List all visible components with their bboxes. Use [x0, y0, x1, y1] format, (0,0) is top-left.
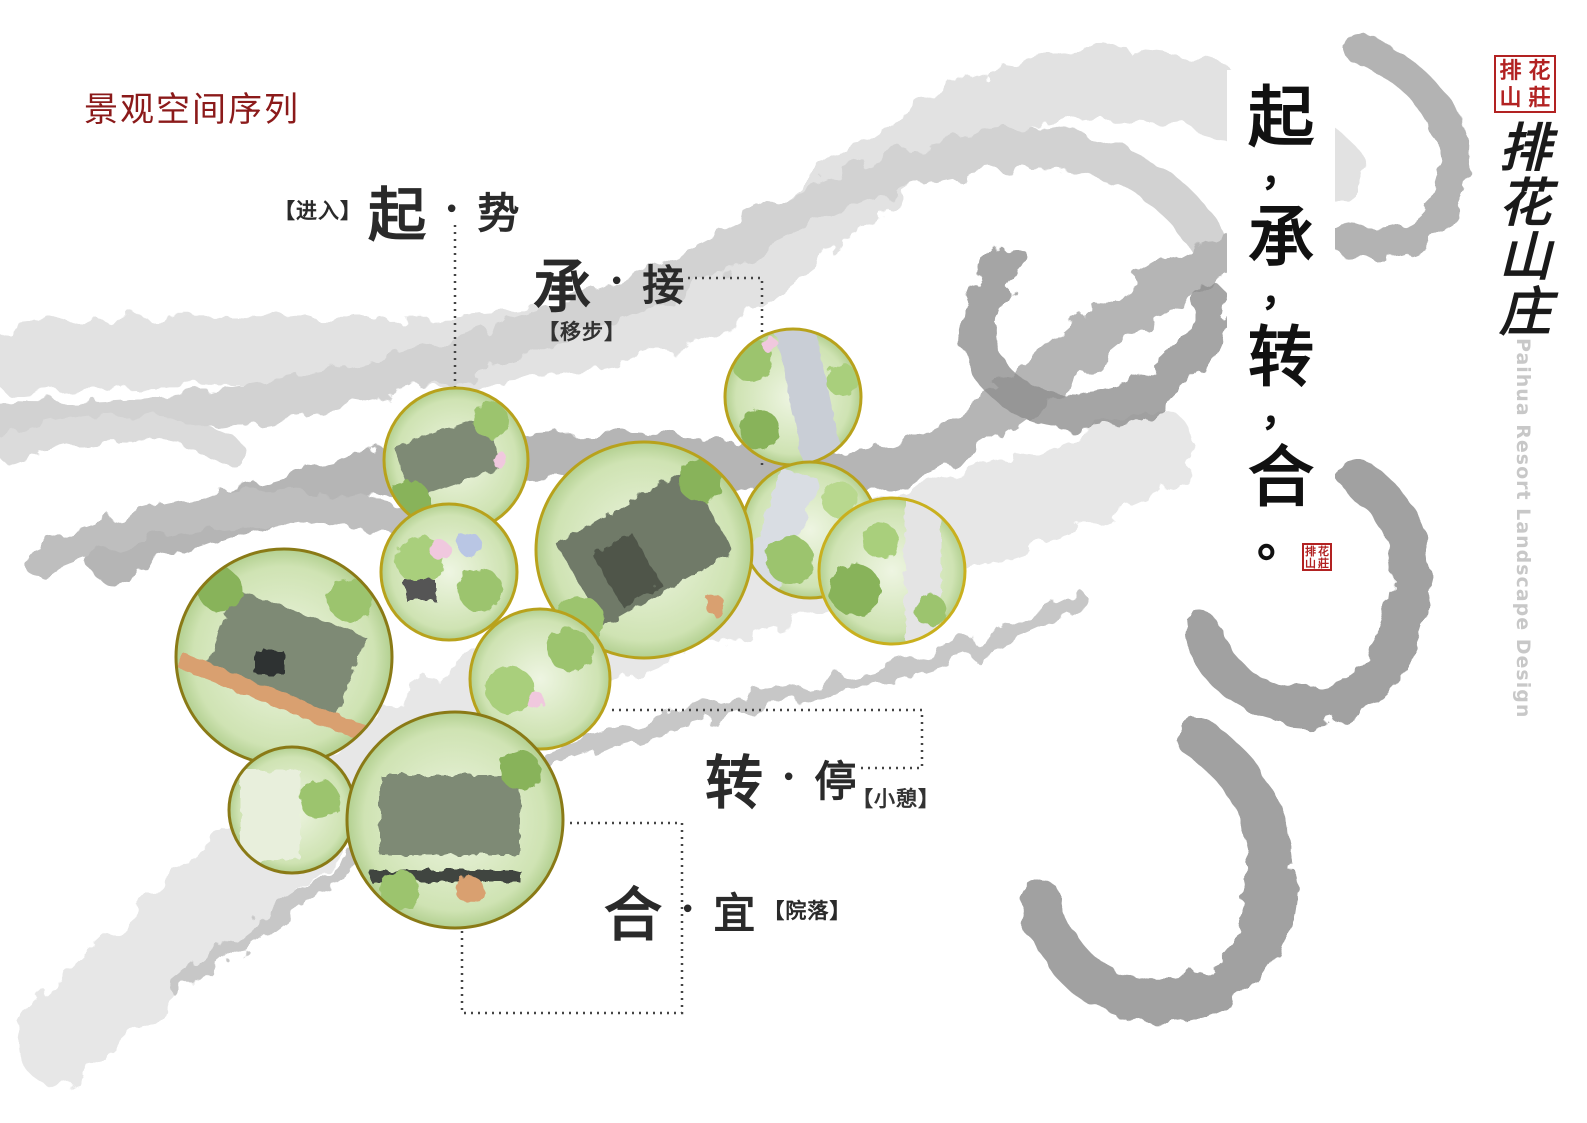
ink-swirl-right	[1181, 461, 1432, 726]
small-seal-char-2: 花	[1318, 544, 1329, 558]
small-red-seal: 排 花 山 莊	[1302, 543, 1332, 571]
brand-name-vertical: 排 花 山 庄	[1493, 118, 1557, 343]
seal-char-1: 排	[1499, 57, 1522, 84]
stage-cheng-sub: 接	[642, 260, 685, 310]
stage-zhuan-dot: •	[781, 763, 797, 793]
poem-char-he: 合	[1248, 438, 1314, 516]
stage-zhuan-bracket: 【小憩】	[852, 786, 940, 811]
aerial-circle-g	[174, 547, 394, 767]
stage-zhuan-main: 转	[705, 749, 764, 817]
small-seal-char-1: 排	[1305, 544, 1316, 558]
stage-cheng-main: 承	[533, 253, 592, 321]
stage-cheng: 承 • 接	[533, 240, 684, 324]
stage-cheng-dot: •	[609, 267, 625, 297]
seal-char-2: 花	[1528, 57, 1551, 84]
ink-stroke-left-curve	[0, 414, 243, 463]
brand-char-3: 山	[1498, 227, 1551, 289]
stage-qi: 【进入】 起 • 势	[274, 168, 519, 252]
leader-zhuan	[612, 708, 924, 770]
ink-stroke-lower-band	[23, 489, 437, 577]
aerial-circle-j	[345, 710, 565, 930]
poem-comma-2: ，	[1261, 268, 1301, 315]
stage-cheng-bracket: 【移步】	[538, 319, 626, 344]
ink-swirl-top	[961, 243, 1227, 429]
aerial-circle-b	[379, 502, 519, 642]
stage-he-dot: •	[680, 895, 696, 925]
poem-char-zhuan: 转	[1248, 318, 1314, 396]
ink-swirl-topright	[1325, 35, 1470, 259]
small-seal-char-4: 莊	[1318, 556, 1329, 570]
page-title: 景观空间序列	[84, 90, 300, 130]
aerial-circle-h	[468, 607, 612, 751]
vertical-poem: 起 ， 承 ， 转 ， 合 。	[1227, 70, 1335, 600]
ink-stroke-thin-diagonal	[172, 592, 1088, 998]
leader-he	[460, 821, 684, 1015]
stage-qi-bracket: 【进入】	[274, 198, 362, 223]
brand-english-name: Paihua Resort Landscape Design	[1512, 338, 1534, 719]
aerial-circle-i	[227, 745, 357, 875]
brand-char-1: 排	[1498, 118, 1551, 179]
poem-comma-1: ，	[1261, 148, 1301, 195]
brand-char-2: 花	[1498, 172, 1551, 234]
stage-qi-dot: •	[444, 195, 460, 225]
small-seal-char-3: 山	[1305, 556, 1316, 570]
ink-swirl-bottom	[1019, 719, 1294, 1023]
aerial-circle-c	[534, 440, 754, 660]
stage-qi-sub: 势	[477, 188, 520, 238]
stage-he-sub: 宜	[713, 888, 756, 938]
poem-char-cheng: 承	[1248, 198, 1314, 276]
aerial-circle-d	[723, 327, 863, 467]
stage-he: 合 • 宜 【院落】	[604, 868, 851, 952]
brand-char-4: 庄	[1498, 281, 1551, 343]
ink-stroke-upper-sweep	[0, 129, 1229, 441]
stage-zhuan: 转 • 停	[705, 736, 856, 820]
stage-he-bracket: 【院落】	[763, 898, 852, 923]
aerial-circle-f	[817, 496, 967, 646]
aerial-circle-e	[740, 460, 880, 600]
poem-period: 。	[1256, 512, 1305, 568]
stage-zhuan-sub: 停	[814, 756, 857, 806]
poem-char-qi: 起	[1248, 78, 1314, 156]
brand-red-seal: 排 花 山 莊	[1494, 55, 1556, 113]
poem-comma-3: ，	[1261, 388, 1301, 435]
seal-char-4: 莊	[1528, 84, 1551, 111]
stage-qi-main: 起	[368, 181, 427, 249]
stage-he-main: 合	[604, 881, 663, 949]
seal-char-3: 山	[1499, 84, 1522, 111]
dotted-leader-lines	[453, 225, 924, 1015]
